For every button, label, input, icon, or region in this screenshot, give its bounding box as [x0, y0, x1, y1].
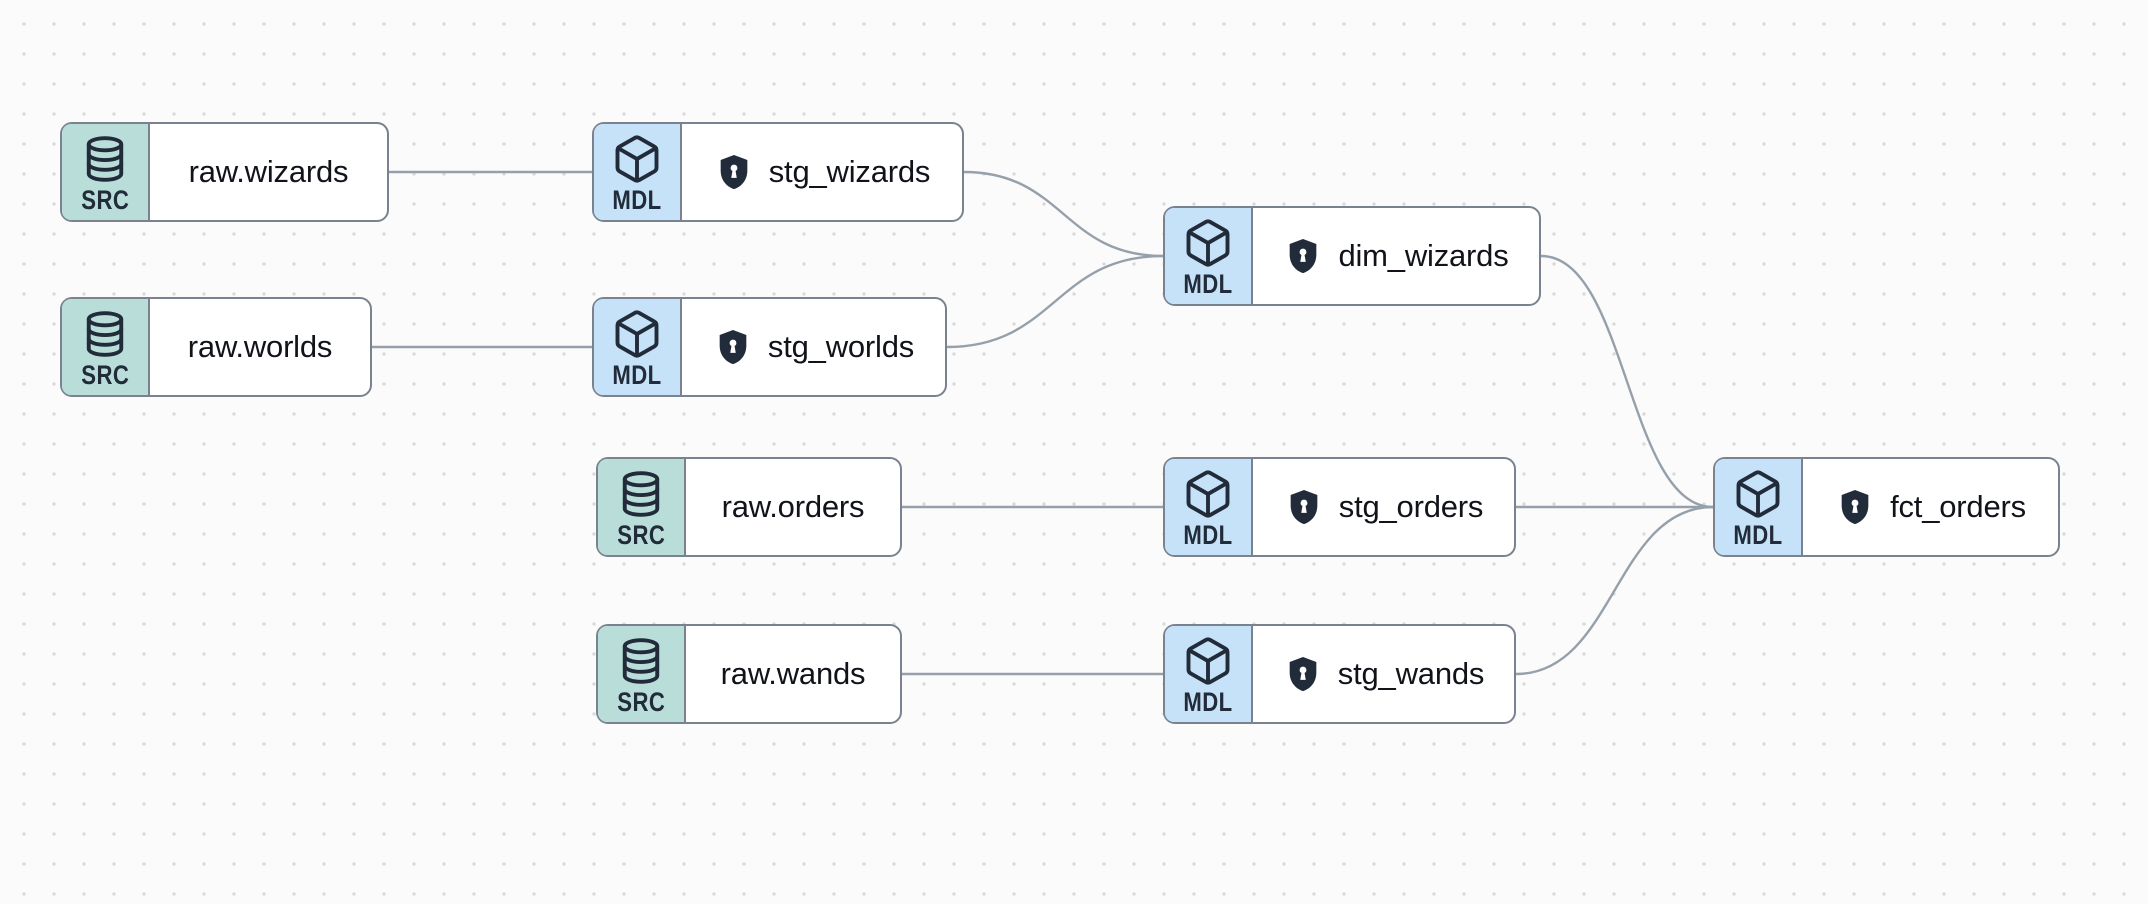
lineage-node-stg_wands[interactable]: MDL stg_wands: [1163, 624, 1516, 724]
node-body: dim_wizards: [1253, 208, 1539, 304]
edge-stg_wizards-to-dim_wizards: [963, 170, 1164, 258]
edge-dim_wizards-to-fct_orders: [1540, 254, 1714, 509]
node-label: stg_worlds: [767, 329, 915, 364]
lineage-node-fct_orders[interactable]: MDL fct_orders: [1713, 457, 2060, 557]
node-type-badge: MDL: [594, 299, 682, 395]
lineage-node-dim_wizards[interactable]: MDL dim_wizards: [1163, 206, 1541, 306]
shield-lock-icon: [1283, 236, 1323, 276]
node-type-label: MDL: [1183, 687, 1233, 718]
node-label: raw.wands: [720, 656, 866, 691]
node-label: stg_wands: [1337, 656, 1485, 691]
node-body: fct_orders: [1803, 459, 2058, 555]
node-type-badge: MDL: [1715, 459, 1803, 555]
node-body: stg_wizards: [682, 124, 962, 220]
node-type-badge: SRC: [62, 299, 150, 395]
edge-stg_worlds-to-dim_wizards: [946, 254, 1164, 349]
shield-lock-icon: [1835, 487, 1875, 527]
database-icon: [622, 471, 660, 518]
node-label: raw.orders: [721, 489, 865, 524]
node-label: fct_orders: [1890, 489, 2026, 524]
node-type-badge: MDL: [1165, 208, 1253, 304]
shield-lock-icon: [1283, 654, 1323, 694]
node-body: stg_worlds: [682, 299, 945, 395]
node-type-badge: MDL: [594, 124, 682, 220]
node-body: stg_wands: [1253, 626, 1514, 722]
lineage-node-stg_orders[interactable]: MDL stg_orders: [1163, 457, 1516, 557]
lineage-node-stg_wizards[interactable]: MDL stg_wizards: [592, 122, 964, 222]
lineage-node-raw.wizards[interactable]: SRC raw.wizards: [60, 122, 389, 222]
node-type-badge: SRC: [598, 459, 686, 555]
node-type-label: MDL: [1183, 520, 1233, 551]
shield-lock-icon: [713, 327, 753, 367]
lineage-node-raw.orders[interactable]: SRC raw.orders: [596, 457, 902, 557]
node-type-badge: SRC: [598, 626, 686, 722]
node-label: raw.worlds: [187, 329, 333, 364]
node-body: raw.wands: [686, 626, 900, 722]
cube-icon: [1736, 470, 1780, 518]
edge-stg_wands-to-fct_orders: [1515, 505, 1714, 676]
node-body: raw.wizards: [150, 124, 387, 220]
node-type-label: SRC: [81, 185, 129, 216]
cube-icon: [1186, 470, 1230, 518]
lineage-node-raw.worlds[interactable]: SRC raw.worlds: [60, 297, 372, 397]
database-icon: [86, 311, 124, 358]
node-type-badge: MDL: [1165, 626, 1253, 722]
node-type-label: MDL: [612, 185, 662, 216]
node-type-label: SRC: [617, 520, 665, 551]
node-label: dim_wizards: [1338, 238, 1509, 273]
node-type-badge: MDL: [1165, 459, 1253, 555]
cube-icon: [615, 135, 659, 183]
node-body: stg_orders: [1253, 459, 1514, 555]
node-type-label: MDL: [1733, 520, 1783, 551]
database-icon: [86, 136, 124, 183]
shield-lock-icon: [714, 152, 754, 192]
node-type-badge: SRC: [62, 124, 150, 220]
node-label: stg_wizards: [768, 154, 931, 189]
lineage-node-stg_worlds[interactable]: MDL stg_worlds: [592, 297, 947, 397]
node-type-label: MDL: [612, 360, 662, 391]
shield-lock-icon: [1284, 487, 1324, 527]
node-type-label: SRC: [81, 360, 129, 391]
node-body: raw.worlds: [150, 299, 370, 395]
node-body: raw.orders: [686, 459, 900, 555]
node-label: raw.wizards: [188, 154, 349, 189]
node-label: stg_orders: [1338, 489, 1484, 524]
node-type-label: MDL: [1183, 269, 1233, 300]
lineage-node-raw.wands[interactable]: SRC raw.wands: [596, 624, 902, 724]
database-icon: [622, 638, 660, 685]
cube-icon: [1186, 637, 1230, 685]
cube-icon: [615, 310, 659, 358]
node-type-label: SRC: [617, 687, 665, 718]
cube-icon: [1186, 219, 1230, 267]
